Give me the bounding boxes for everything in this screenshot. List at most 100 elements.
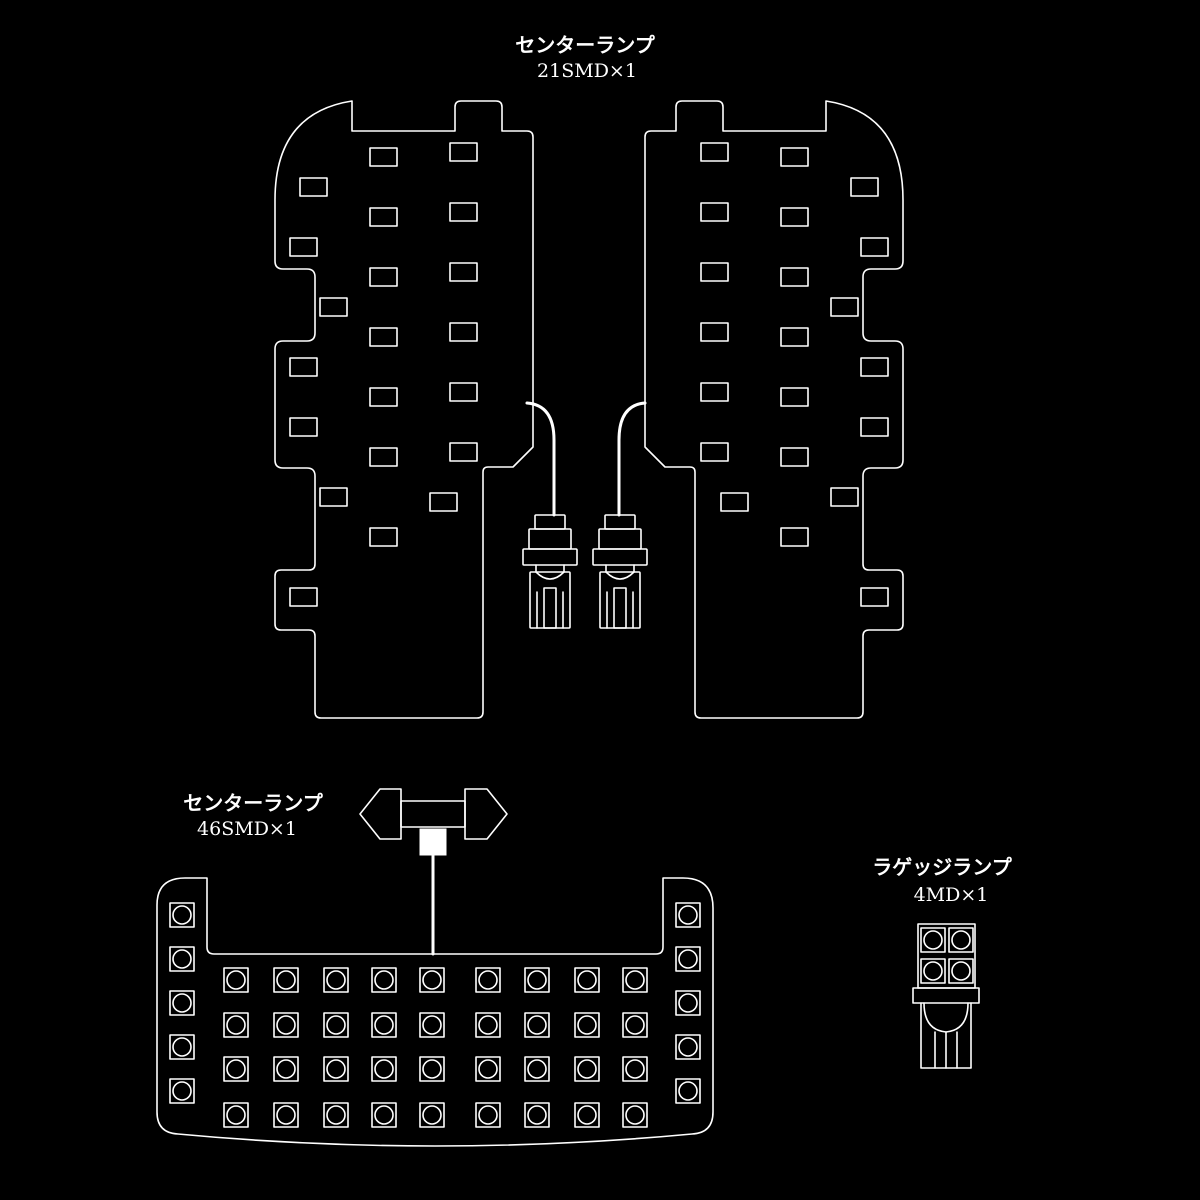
smd-led [323, 1056, 349, 1082]
smd-led-lens [478, 1059, 498, 1079]
smd-led [700, 382, 729, 402]
smd-led [475, 1012, 501, 1038]
smd-led [323, 967, 349, 993]
smd-led [429, 492, 458, 512]
festoon-bulb [359, 788, 508, 956]
smd-led [289, 237, 318, 257]
smd-led [524, 967, 550, 993]
smd-led [475, 1056, 501, 1082]
smd-led [850, 177, 879, 197]
smd-led-lens [226, 1059, 246, 1079]
smd-led-lens [577, 1105, 597, 1125]
smd-led [920, 927, 946, 953]
smd-led [700, 262, 729, 282]
smd-led-lens [172, 1081, 192, 1101]
center-lamp-bottom-spec: 46SMD×1 [197, 818, 297, 840]
smd-led [319, 487, 348, 507]
smd-led-lens [374, 1015, 394, 1035]
smd-led [574, 1056, 600, 1082]
smd-led [223, 967, 249, 993]
smd-led-lens [527, 970, 547, 990]
smd-led-lens [625, 970, 645, 990]
smd-led-lens [374, 1059, 394, 1079]
smd-led [948, 958, 974, 984]
smd-led-lens [374, 970, 394, 990]
smd-led [169, 902, 195, 928]
smd-led-lens [276, 1059, 296, 1079]
smd-led-lens [951, 961, 971, 981]
smd-led-lens [527, 1059, 547, 1079]
luggage-lamp-name: ラゲッジランプ [872, 855, 1012, 879]
smd-led [169, 1034, 195, 1060]
smd-led [419, 1012, 445, 1038]
smd-led [419, 1056, 445, 1082]
smd-led [675, 902, 701, 928]
smd-led-lens [577, 970, 597, 990]
smd-led-lens [625, 1015, 645, 1035]
smd-led-lens [678, 1037, 698, 1057]
smd-led-lens [326, 970, 346, 990]
smd-led-lens [422, 1105, 442, 1125]
smd-led-lens [422, 1059, 442, 1079]
smd-led [860, 357, 889, 377]
smd-led [780, 447, 809, 467]
smd-led-lens [172, 949, 192, 969]
smd-led-lens [226, 970, 246, 990]
smd-led [622, 1012, 648, 1038]
smd-led [700, 202, 729, 222]
smd-led-lens [226, 1105, 246, 1125]
smd-led [720, 492, 749, 512]
smd-led [830, 487, 859, 507]
smd-led [449, 142, 478, 162]
smd-led-lens [678, 1081, 698, 1101]
smd-led [449, 442, 478, 462]
smd-led-lens [678, 993, 698, 1013]
center-lamp-right-board [644, 100, 904, 719]
smd-led-lens [326, 1105, 346, 1125]
smd-led [369, 267, 398, 287]
smd-led-lens [923, 961, 943, 981]
smd-led-lens [527, 1015, 547, 1035]
smd-led-lens [326, 1015, 346, 1035]
center-lamp-left-board [274, 100, 534, 719]
smd-led [524, 1056, 550, 1082]
smd-led [524, 1102, 550, 1128]
smd-led [700, 442, 729, 462]
center-lamp-top-spec: 21SMD×1 [537, 60, 637, 82]
smd-led [780, 267, 809, 287]
smd-led [675, 946, 701, 972]
smd-led [475, 967, 501, 993]
smd-led [920, 958, 946, 984]
smd-led [622, 1056, 648, 1082]
smd-led-lens [577, 1015, 597, 1035]
smd-led [371, 1056, 397, 1082]
smd-led [700, 322, 729, 342]
smd-led-lens [326, 1059, 346, 1079]
smd-led [369, 387, 398, 407]
smd-led [369, 327, 398, 347]
smd-led-lens [951, 930, 971, 950]
smd-led [449, 322, 478, 342]
smd-led-lens [422, 970, 442, 990]
smd-led [419, 967, 445, 993]
smd-led [169, 1078, 195, 1104]
smd-led [524, 1012, 550, 1038]
smd-led [675, 990, 701, 1016]
smd-led [948, 927, 974, 953]
smd-led [371, 1012, 397, 1038]
smd-led [223, 1056, 249, 1082]
smd-led [289, 357, 318, 377]
smd-led-lens [678, 949, 698, 969]
smd-led [273, 1102, 299, 1128]
right-wire [617, 401, 647, 517]
smd-led [780, 387, 809, 407]
center-lamp-bottom-name: センターランプ [183, 791, 323, 815]
smd-led [449, 262, 478, 282]
smd-led [622, 1102, 648, 1128]
wedge-socket-left [522, 514, 578, 629]
smd-led [289, 587, 318, 607]
smd-led [369, 207, 398, 227]
smd-led [675, 1078, 701, 1104]
smd-led [780, 147, 809, 167]
